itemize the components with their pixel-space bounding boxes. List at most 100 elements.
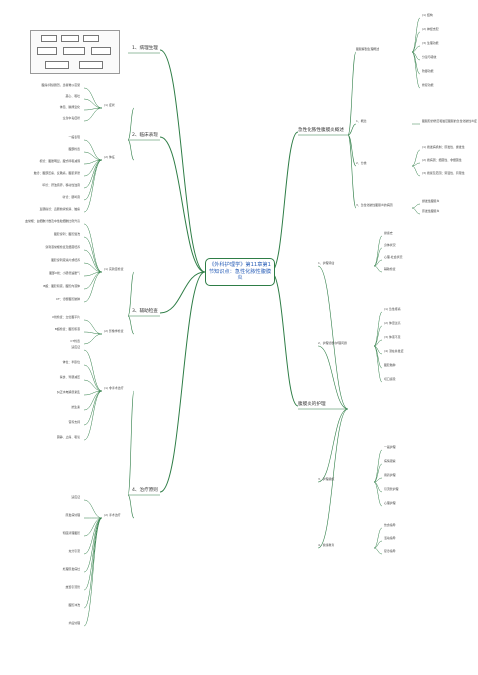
right-b1-g2-item-0[interactable]: 腹膜腔的壁层和脏层腹膜的急性化脓性炎症 bbox=[422, 119, 477, 123]
right-b1-g2-label[interactable]: 1、概念 bbox=[356, 119, 367, 123]
right-b2-g4-item-2[interactable]: 复诊指导 bbox=[384, 549, 396, 553]
left-b4-g2-item-0[interactable]: 适应证 bbox=[71, 495, 80, 499]
right-b1-g1-item-4[interactable]: 防御功能 bbox=[422, 69, 434, 73]
left-branch-3-label[interactable]: 3、辅助检查 bbox=[132, 309, 158, 314]
right-b1-g3-item-0[interactable]: (1) 按发病机制：原发性、继发性 bbox=[422, 145, 465, 149]
left-branch-1-label[interactable]: 1、病理生理 bbox=[132, 46, 158, 51]
right-b2-g3-item-2[interactable]: 用药护理 bbox=[384, 473, 396, 477]
left-b3-g1-item-4[interactable]: 腹部X线：小肠普遍胀气 bbox=[49, 271, 80, 275]
right-b1-g1-item-5[interactable]: 修复功能 bbox=[422, 83, 434, 87]
left-b2-g1-item-3[interactable]: 全身中毒症状 bbox=[62, 116, 80, 120]
left-b4-g1-item-3[interactable]: 纠正水电解质紊乱 bbox=[56, 390, 80, 394]
left-b3-g1-label[interactable]: (1) 实验室检查 bbox=[104, 267, 124, 271]
left-b2-g1-item-2[interactable]: 体温、脉搏变化 bbox=[59, 105, 80, 109]
right-b2-g1-item-2[interactable]: 心理-社会状况 bbox=[384, 255, 403, 259]
left-b3-g1-item-2[interactable]: 穿刺液常规检查及细菌培养 bbox=[45, 245, 80, 249]
left-b4-g1-item-2[interactable]: 禁食、胃肠减压 bbox=[59, 375, 80, 379]
left-b2-g2-label[interactable]: (2) 体征 bbox=[104, 155, 115, 159]
left-b4-g2-item-3[interactable]: 充分引流 bbox=[68, 549, 80, 553]
right-branch-2-label[interactable]: 腹膜炎的护理 bbox=[298, 402, 326, 407]
left-b3-g1-item-5[interactable]: B超：腹腔积液，腹腔内液体 bbox=[43, 284, 80, 288]
left-b4-g1-item-4[interactable]: 抗生素 bbox=[71, 405, 80, 409]
flowchart-thumbnail-icon bbox=[30, 30, 120, 74]
right-b1-g4-label[interactable]: 3、急性化脓性腹膜炎的病因 bbox=[356, 203, 393, 207]
left-b3-g1-item-0[interactable]: 血常规：白细胞计数及中性粒细胞比例升高 bbox=[25, 219, 80, 223]
link-right-b1-g3-0 bbox=[411, 149, 421, 167]
right-b2-g3-item-3[interactable]: 引流管护理 bbox=[384, 487, 399, 491]
left-b2-g1-item-1[interactable]: 恶心、呕吐 bbox=[65, 94, 80, 98]
right-b2-g2-item-0[interactable]: (1) 急性疼痛 bbox=[384, 307, 401, 311]
left-b4-g1-item-6[interactable]: 镇静、止痛、吸氧 bbox=[56, 435, 80, 439]
link-right-b1-g1-0 bbox=[411, 17, 421, 53]
right-b1-g3-label[interactable]: 2、分类 bbox=[356, 161, 367, 165]
left-branch-2-label[interactable]: 2、临床表现 bbox=[132, 133, 158, 138]
link-right-b1-g1-5 bbox=[411, 51, 421, 89]
left-b4-g1-label[interactable]: (1) 非手术治疗 bbox=[104, 386, 124, 390]
left-b2-g2-item-3[interactable]: 触诊：腹部压痛、反跳痛，腹肌紧张 bbox=[33, 171, 80, 175]
left-b2-g2-item-6[interactable]: 直肠指诊：直肠前窝饱满、触痛 bbox=[39, 207, 80, 211]
right-b1-g1-label[interactable]: 腹膜解剖生理概述 bbox=[356, 47, 380, 51]
right-b1-g1-item-3[interactable]: 分泌与吸收 bbox=[422, 55, 437, 59]
right-b2-g2-item-3[interactable]: (4) 潜在并发症 bbox=[384, 349, 404, 353]
right-b2-g3-item-4[interactable]: 心理护理 bbox=[384, 501, 396, 505]
right-b1-g3-item-2[interactable]: (3) 按累及范围：弥漫性、局限性 bbox=[422, 171, 465, 175]
left-b2-g1-item-0[interactable]: 腹痛/持续剧烈，患者难以忍受 bbox=[41, 83, 80, 87]
left-b2-g2-item-1[interactable]: 腹部检查 bbox=[68, 147, 80, 151]
right-b1-g1-item-2[interactable]: (3) 生理功能 bbox=[422, 41, 439, 45]
right-b2-g2-item-1[interactable]: (2) 体温过高 bbox=[384, 321, 401, 325]
right-b2-g3-label[interactable]: 3、护理措施 bbox=[318, 477, 335, 481]
link-left-b4-g2 bbox=[127, 494, 135, 519]
right-branch-1-label[interactable]: 急性化脓性腹膜炎概述 bbox=[298, 128, 344, 133]
left-b3-g2-item-0[interactable]: X线检查：立位腹平片 bbox=[52, 315, 80, 319]
left-b4-g1-item-0[interactable]: 适应证 bbox=[71, 345, 80, 349]
left-b3-g2-label[interactable]: (2) 影像学检查 bbox=[104, 329, 124, 333]
left-b2-g2-item-0[interactable]: 一般表现 bbox=[68, 135, 80, 139]
right-b1-g4-item-0[interactable]: 继发性腹膜炎 bbox=[422, 199, 440, 203]
left-b4-g2-item-6[interactable]: 腹腔冲洗 bbox=[68, 603, 80, 607]
left-b4-g1-item-5[interactable]: 营养支持 bbox=[68, 420, 80, 424]
link-left-b4-g2-5 bbox=[83, 517, 103, 591]
link-left-b2-g1-2 bbox=[83, 107, 103, 111]
left-b4-g2-item-1[interactable]: 原发病处理 bbox=[65, 513, 80, 517]
left-b4-g2-item-7[interactable]: 术后处理 bbox=[68, 621, 80, 625]
link-right-b2-g2 bbox=[317, 345, 349, 410]
left-b3-g2-item-1[interactable]: B超检查：腹腔积液 bbox=[54, 327, 80, 331]
left-b3-g2-item-2[interactable]: CT检查 bbox=[70, 339, 80, 343]
left-b3-g1-item-6[interactable]: CT：诊断腹腔脓肿 bbox=[55, 297, 80, 301]
right-b2-g1-item-3[interactable]: 辅助检查 bbox=[384, 267, 396, 271]
root-topic[interactable]: 《外科护理学》第11章第1节知识点：急性化脓性腹膜炎 bbox=[205, 258, 275, 286]
left-b2-g1-label[interactable]: (1) 症状 bbox=[104, 103, 115, 107]
left-b2-g2-item-4[interactable]: 叩诊：肝浊音界，移动性浊音 bbox=[42, 183, 80, 187]
right-b2-g4-label[interactable]: 4、健康教育 bbox=[318, 543, 335, 547]
right-b2-g2-label[interactable]: 2、护理诊断/护理问题 bbox=[318, 341, 347, 345]
right-b2-g3-item-1[interactable]: 病情观察 bbox=[384, 459, 396, 463]
left-b3-g1-item-1[interactable]: 腹腔穿刺：腹腔灌洗 bbox=[53, 232, 80, 236]
right-b2-g2-item-4[interactable]: 腹腔脓肿 bbox=[384, 363, 396, 367]
right-b1-g1-item-0[interactable]: (1) 结构 bbox=[422, 13, 433, 17]
left-branch-4-label[interactable]: 4、治疗原则 bbox=[132, 488, 158, 493]
right-b1-g3-item-1[interactable]: (2) 按病因：细菌性、非细菌性 bbox=[422, 158, 462, 162]
right-b2-g2-item-5[interactable]: 切口感染 bbox=[384, 377, 396, 381]
right-b1-g4-item-1[interactable]: 原发性腹膜炎 bbox=[422, 209, 440, 213]
right-b2-g4-item-1[interactable]: 活动指导 bbox=[384, 536, 396, 540]
link-right-b2-g3-0 bbox=[373, 449, 383, 483]
left-b4-g2-item-4[interactable]: 处理原发病灶 bbox=[62, 567, 80, 571]
left-b3-g1-item-3[interactable]: 腹腔穿刺液涂片或培养 bbox=[51, 258, 80, 262]
left-b4-g2-item-2[interactable]: 彻底清理腹腔 bbox=[62, 531, 80, 535]
left-b4-g2-label[interactable]: (2) 手术治疗 bbox=[104, 513, 121, 517]
left-b2-g2-item-2[interactable]: 视诊：腹胀明显，腹式呼吸减弱 bbox=[39, 159, 80, 163]
link-left-b2-g2-0 bbox=[83, 139, 103, 161]
right-b2-g4-item-0[interactable]: 饮食指导 bbox=[384, 523, 396, 527]
root-link-left-b2 bbox=[159, 136, 206, 273]
left-b4-g2-item-5[interactable]: 放置引流管 bbox=[65, 585, 80, 589]
left-b2-g2-item-5[interactable]: 听诊：肠鸣音 bbox=[62, 195, 80, 199]
right-b1-g1-item-1[interactable]: (2) 神经支配 bbox=[422, 27, 439, 31]
link-left-b3-g2-2 bbox=[83, 333, 103, 345]
left-b4-g1-item-1[interactable]: 体位：半卧位 bbox=[62, 360, 80, 364]
right-b2-g1-label[interactable]: 1、护理评估 bbox=[318, 261, 335, 265]
right-b2-g2-item-2[interactable]: (3) 体液不足 bbox=[384, 335, 401, 339]
right-b2-g1-item-0[interactable]: 健康史 bbox=[384, 231, 393, 235]
right-b2-g1-item-1[interactable]: 身体状况 bbox=[384, 243, 396, 247]
right-b2-g3-item-0[interactable]: 一般护理 bbox=[384, 445, 396, 449]
